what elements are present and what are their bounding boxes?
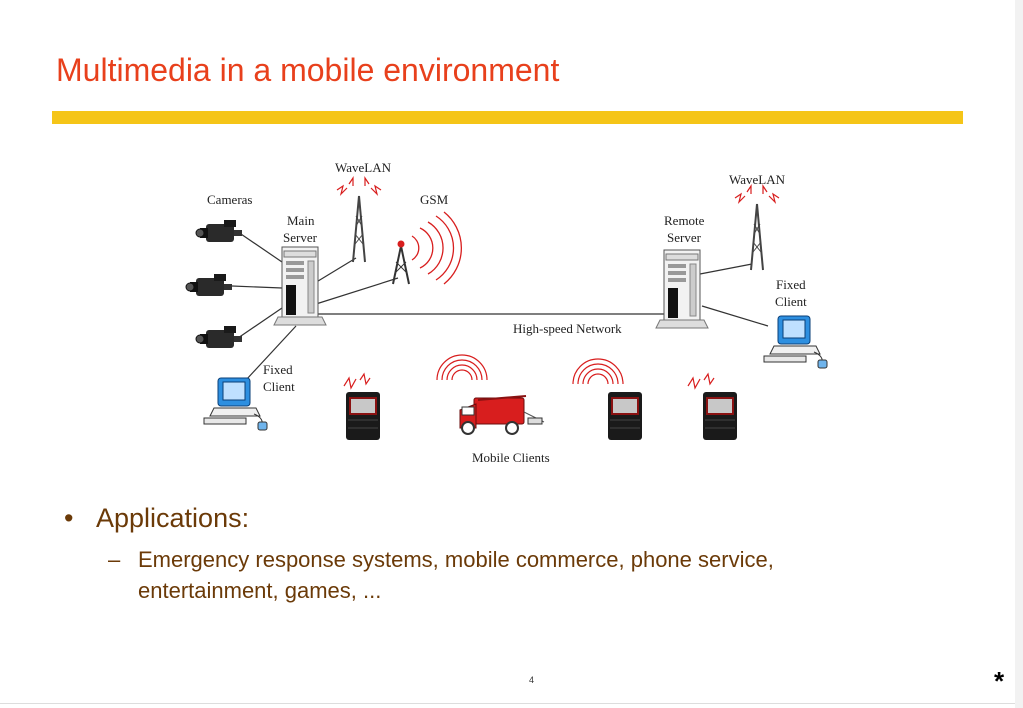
bullet-list: • Applications: – Emergency response sys…	[64, 503, 918, 606]
footer-mark: *	[994, 666, 1005, 696]
remote-server-icon	[655, 249, 709, 329]
wavelan-label: WaveLAN	[335, 160, 392, 175]
bullet-level2: – Emergency response systems, mobile com…	[64, 544, 918, 606]
mobile-device-icon	[687, 373, 738, 441]
bullet-marker: •	[64, 503, 74, 533]
gsm-label: GSM	[420, 192, 449, 207]
remote-server-label: Remote	[664, 213, 705, 228]
bullet-level1: • Applications:	[64, 503, 918, 534]
mobile-device-icon	[343, 373, 381, 441]
camera-icon	[195, 219, 243, 243]
camera-icon	[195, 325, 243, 349]
fixed-client-computer-icon	[763, 315, 828, 369]
fixed-client-label: Client	[263, 379, 295, 394]
wavelan-antenna-icon	[336, 177, 382, 263]
mobile-device-icon	[572, 358, 643, 441]
cameras-label: Cameras	[207, 192, 252, 207]
bullet-text: Applications:	[96, 503, 250, 533]
fixed-client-computer-icon	[203, 377, 268, 431]
page-number: 4	[529, 675, 535, 685]
mobile-clients-label: Mobile Clients	[472, 450, 550, 465]
bullet-marker: –	[108, 547, 121, 572]
connection-lines	[231, 231, 769, 381]
title-underline-bar	[52, 111, 963, 124]
fixed-client-label: Fixed	[263, 362, 293, 377]
wavelan-label: WaveLAN	[729, 172, 786, 187]
fixed-client-label: Client	[775, 294, 807, 309]
camera-icon	[185, 273, 233, 297]
bottom-divider	[0, 703, 1015, 704]
slide-right-edge	[1015, 0, 1023, 708]
wavelan-antenna-icon	[734, 185, 780, 271]
remote-server-label: Server	[667, 230, 702, 245]
bullet-text: Emergency response systems, mobile comme…	[138, 547, 774, 603]
fire-truck-icon	[436, 354, 545, 435]
main-server-label: Server	[283, 230, 318, 245]
gsm-tower-icon	[392, 211, 462, 285]
main-server-icon	[273, 246, 327, 326]
network-label: High-speed Network	[513, 321, 622, 336]
main-server-label: Main	[287, 213, 315, 228]
fixed-client-label: Fixed	[776, 277, 806, 292]
slide-title: Multimedia in a mobile environment	[56, 52, 560, 88]
